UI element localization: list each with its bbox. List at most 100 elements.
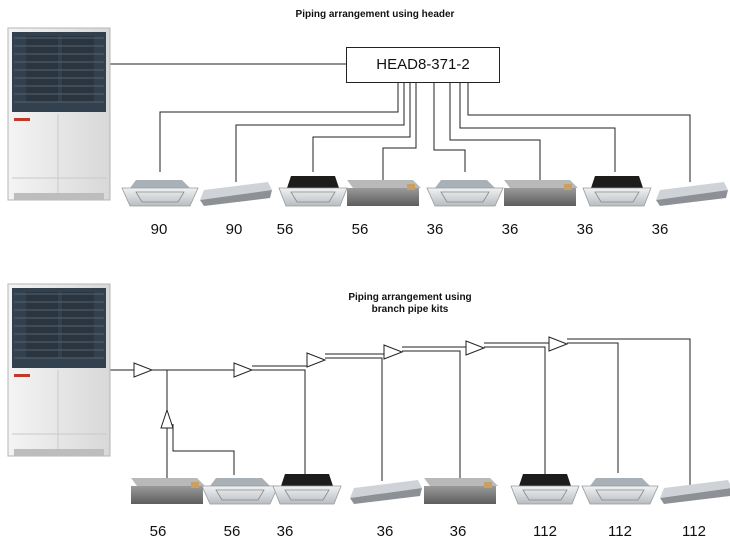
branch-unit-capacity: 56 — [149, 523, 167, 540]
outdoor-base — [14, 193, 104, 200]
branch-pipe-kit — [233, 362, 254, 378]
branch-pipe-kit — [383, 344, 404, 360]
unit-grille — [215, 489, 265, 501]
branch-pipe — [484, 346, 546, 483]
header-unit-box: HEAD8-371-2 — [346, 47, 500, 83]
header-unit-capacity: 56 — [351, 221, 369, 238]
cassette-4way-indoor-unit — [426, 180, 504, 207]
unit-grille — [594, 191, 640, 203]
branch-unit-capacity: 36 — [449, 523, 467, 540]
outdoor-fan-grille — [26, 292, 58, 358]
unit-grille — [135, 191, 185, 203]
branch-unit-capacity: 112 — [533, 523, 557, 540]
outdoor-brand-mark — [14, 374, 30, 377]
branch-pipe-kit — [133, 362, 154, 378]
ceiling-suspended-indoor-unit — [200, 182, 272, 206]
branch-pipe-kit — [465, 340, 486, 356]
branch-unit-capacity: 112 — [608, 523, 632, 540]
outdoor-fan-grille — [62, 36, 94, 102]
cassette-4way-indoor-unit — [581, 478, 659, 505]
unit-grille — [440, 191, 490, 203]
unit-panel — [582, 187, 652, 207]
branch-unit-capacity: 36 — [376, 523, 394, 540]
cassette-compact-indoor-unit — [278, 176, 348, 207]
header-branch-pipe — [467, 83, 691, 182]
unit-body — [519, 474, 571, 486]
header-unit-capacity: 36 — [501, 221, 519, 238]
ducted-indoor-unit — [347, 180, 421, 206]
ducted-indoor-unit — [424, 478, 498, 504]
branch-pipe-kit — [306, 352, 327, 368]
cassette-4way-indoor-unit — [121, 180, 199, 207]
unit-panel — [272, 485, 342, 505]
cassette-compact-indoor-unit — [582, 176, 652, 207]
unit-body — [504, 188, 576, 206]
unit-top — [504, 180, 578, 188]
unit-body — [347, 188, 419, 206]
unit-front — [350, 488, 422, 504]
header-branch-pipe — [235, 83, 405, 182]
unit-front — [200, 190, 272, 206]
unit-panel — [201, 485, 279, 505]
unit-panel — [581, 485, 659, 505]
unit-panel — [121, 187, 199, 207]
unit-panel — [510, 485, 580, 505]
branch-arrangement-title: Piping arrangement using branch pipe kit… — [310, 292, 510, 316]
header-branch-pipe — [449, 83, 541, 183]
indoor-units — [121, 176, 730, 505]
header-unit-capacity: 56 — [276, 221, 294, 238]
header-branch-pipe — [159, 83, 399, 172]
unit-top — [435, 180, 495, 188]
unit-front — [656, 190, 728, 206]
cassette-4way-indoor-unit — [201, 478, 279, 505]
branch-pipe — [402, 350, 461, 482]
ceiling-suspended-indoor-unit — [660, 480, 730, 504]
header-model-label: HEAD8-371-2 — [376, 56, 470, 73]
branch-pipe — [567, 342, 619, 473]
outdoor-units — [7, 27, 111, 457]
unit-body — [131, 486, 203, 504]
branch-title-line1: Piping arrangement using — [348, 292, 472, 303]
outdoor-unit — [7, 27, 111, 201]
unit-fitting — [564, 184, 572, 190]
header-unit-capacity: 36 — [576, 221, 594, 238]
ceiling-suspended-indoor-unit — [350, 480, 422, 504]
unit-top — [210, 478, 270, 486]
ducted-indoor-unit — [504, 180, 578, 206]
cassette-compact-indoor-unit — [272, 474, 342, 505]
unit-body — [281, 474, 333, 486]
unit-body — [591, 176, 643, 188]
branch-unit-capacity: 36 — [276, 523, 294, 540]
unit-fitting — [407, 184, 415, 190]
unit-top — [130, 180, 190, 188]
branch-unit-capacity: 112 — [682, 523, 706, 540]
header-piping — [110, 63, 691, 183]
header-unit-capacity: 90 — [225, 221, 243, 238]
unit-top — [590, 478, 650, 486]
cassette-compact-indoor-unit — [510, 474, 580, 505]
unit-fitting — [484, 482, 492, 488]
branch-pipe — [172, 424, 235, 475]
branch-pipe — [567, 338, 691, 485]
unit-grille — [595, 489, 645, 501]
unit-panel — [426, 187, 504, 207]
unit-top — [660, 480, 730, 498]
branch-pipe — [252, 369, 306, 480]
unit-panel — [278, 187, 348, 207]
outdoor-base — [14, 449, 104, 456]
header-branch-pipe — [312, 83, 411, 172]
header-branch-pipe — [459, 83, 616, 172]
branch-pipe-kit — [548, 336, 569, 352]
branch-pipe — [325, 357, 383, 481]
branch-piping — [110, 336, 691, 485]
header-unit-capacity: 36 — [651, 221, 669, 238]
header-branch-pipe — [382, 83, 417, 183]
header-branch-pipe — [433, 83, 466, 172]
outdoor-fan-grille — [62, 292, 94, 358]
unit-body — [424, 486, 496, 504]
ceiling-suspended-indoor-unit — [656, 182, 728, 206]
branch-title-line2: branch pipe kits — [371, 304, 449, 315]
header-unit-capacity: 90 — [150, 221, 168, 238]
